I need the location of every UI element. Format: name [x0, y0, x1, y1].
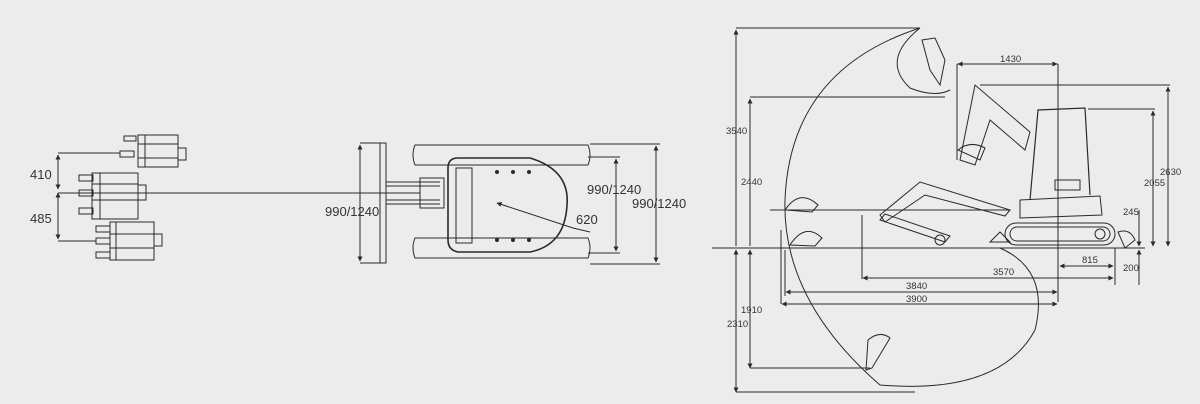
dim-cab-height: 2055	[1144, 178, 1166, 189]
dim-max-dig-depth: 2310	[727, 319, 749, 330]
top-view	[357, 142, 660, 265]
dim-rear-radius: 815	[1082, 255, 1098, 266]
dim-track-inner-width: 990/1240	[587, 182, 642, 197]
dim-max-dump-height: 2440	[741, 177, 763, 188]
dim-max-reach-ground: 3840	[906, 281, 928, 292]
offset-view	[55, 134, 420, 261]
dim-max-height: 2630	[1160, 167, 1182, 178]
dim-max-reach: 3900	[906, 294, 928, 305]
dim-blade-lift: 245	[1123, 207, 1139, 218]
side-view	[712, 27, 1171, 393]
dim-offset-right: 485	[30, 211, 52, 226]
dim-boom-offset-top: 1430	[1000, 54, 1022, 65]
dim-offset-left: 410	[30, 167, 52, 182]
dim-tail-swing-radius: 620	[576, 212, 598, 227]
dim-blade-depth: 200	[1123, 263, 1139, 274]
dim-blade-width: 990/1240	[325, 204, 380, 219]
dim-min-swing-radius: 3570	[993, 267, 1015, 278]
dim-max-dump-height-bucket: 3540	[726, 126, 748, 137]
dim-track-outer-width: 990/1240	[632, 196, 687, 211]
dim-max-vertical-dig-depth: 1910	[741, 305, 763, 316]
